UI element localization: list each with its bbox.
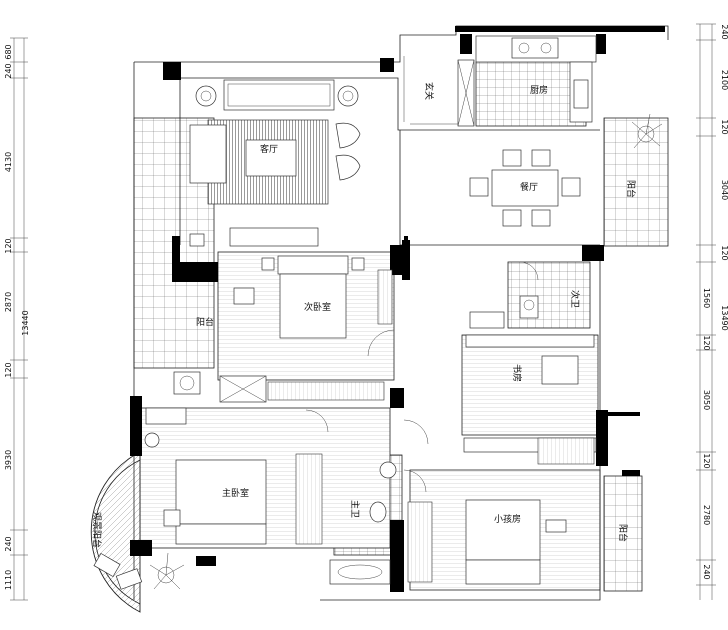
balcony-east-lower-floor bbox=[603, 475, 643, 592]
wall-block bbox=[130, 540, 152, 556]
dim-right-240a: 240 bbox=[720, 24, 728, 39]
kids-room-furniture bbox=[407, 499, 567, 585]
study-furniture bbox=[463, 334, 597, 465]
dining-furniture bbox=[469, 149, 581, 227]
laundry-fixtures bbox=[173, 371, 201, 395]
dim-right-2780: 2780 bbox=[702, 505, 711, 525]
dim-right-3040: 3040 bbox=[720, 180, 728, 200]
wall-block bbox=[596, 34, 606, 54]
dim-right-120b: 120 bbox=[720, 245, 728, 260]
living-room-furniture bbox=[189, 79, 361, 247]
second-bathroom-floor bbox=[507, 261, 591, 329]
wall-block bbox=[172, 262, 218, 282]
wall-block bbox=[172, 236, 180, 262]
wall-block bbox=[196, 556, 216, 566]
master-bedroom-label: 主卧室 bbox=[222, 487, 249, 499]
master-bathroom-label: 主卫 bbox=[349, 500, 361, 518]
second-bathroom-label: 次卫 bbox=[569, 290, 581, 308]
wall-block bbox=[596, 410, 608, 466]
dim-left-240b: 240 bbox=[4, 536, 13, 551]
dim-right-2100: 2100 bbox=[720, 70, 728, 90]
wall-block bbox=[130, 396, 142, 456]
wall-block bbox=[460, 34, 472, 54]
dim-left-3930: 3930 bbox=[4, 450, 13, 470]
balcony-east-upper-label: 阳台 bbox=[625, 180, 637, 198]
foyer-label: 玄关 bbox=[423, 82, 435, 100]
plant-icon bbox=[149, 552, 185, 590]
dim-right-120c: 120 bbox=[702, 335, 711, 350]
view-balcony-label: 观景阳台 bbox=[91, 512, 103, 548]
dim-left-4130: 4130 bbox=[4, 152, 13, 172]
wall-block bbox=[402, 240, 410, 280]
dim-left-120a: 120 bbox=[4, 238, 13, 253]
dim-right-120a: 120 bbox=[720, 119, 728, 134]
dim-right-13490: 13490 bbox=[720, 305, 728, 330]
wall-block bbox=[455, 26, 665, 32]
second-bedroom-label: 次卧室 bbox=[304, 301, 331, 313]
doors bbox=[305, 261, 539, 493]
wall-block bbox=[390, 388, 404, 408]
wall-block bbox=[622, 470, 640, 476]
dim-left-2870: 2870 bbox=[4, 292, 13, 312]
balcony-east-lower-label: 阳台 bbox=[617, 524, 629, 542]
study-floor bbox=[461, 334, 599, 436]
lounge-chair bbox=[93, 552, 143, 590]
master-bedroom-furniture bbox=[144, 407, 323, 545]
kitchen-floor bbox=[475, 61, 587, 127]
dim-right-1560: 1560 bbox=[702, 288, 711, 308]
second-bathroom-fixtures bbox=[469, 295, 539, 329]
kitchen-fixtures bbox=[457, 35, 597, 127]
second-bedroom-furniture bbox=[219, 255, 393, 403]
dining-room-label: 餐厅 bbox=[520, 181, 538, 193]
kitchen-label: 厨房 bbox=[530, 84, 548, 96]
wall-block bbox=[163, 62, 181, 80]
right-dimension-chain bbox=[696, 23, 716, 600]
dim-right-3050: 3050 bbox=[702, 390, 711, 410]
walls bbox=[130, 25, 669, 601]
wall-block bbox=[390, 520, 404, 592]
wall-block bbox=[404, 236, 408, 246]
dim-right-240b: 240 bbox=[702, 564, 711, 579]
dim-left-120b: 120 bbox=[4, 362, 13, 377]
left-dimension-chain bbox=[10, 37, 28, 601]
master-bathroom-fixtures bbox=[329, 461, 397, 585]
plant-icon bbox=[631, 113, 663, 149]
wall-block bbox=[390, 245, 404, 275]
dim-left-240a: 240 bbox=[4, 63, 13, 78]
wall-block bbox=[582, 245, 604, 261]
wall-block bbox=[604, 412, 640, 416]
balcony-west-label: 阳台 bbox=[196, 316, 214, 328]
dim-right-120d: 120 bbox=[702, 453, 711, 468]
living-room-label: 客厅 bbox=[260, 143, 278, 155]
dim-left-13440: 13440 bbox=[21, 310, 30, 335]
wall-block bbox=[380, 58, 394, 72]
kids-room-label: 小孩房 bbox=[494, 513, 521, 525]
balcony-east-upper-floor bbox=[603, 117, 669, 247]
study-label: 书房 bbox=[511, 364, 523, 382]
dim-left-1110: 1110 bbox=[4, 570, 13, 590]
dim-left-680: 680 bbox=[4, 44, 13, 59]
